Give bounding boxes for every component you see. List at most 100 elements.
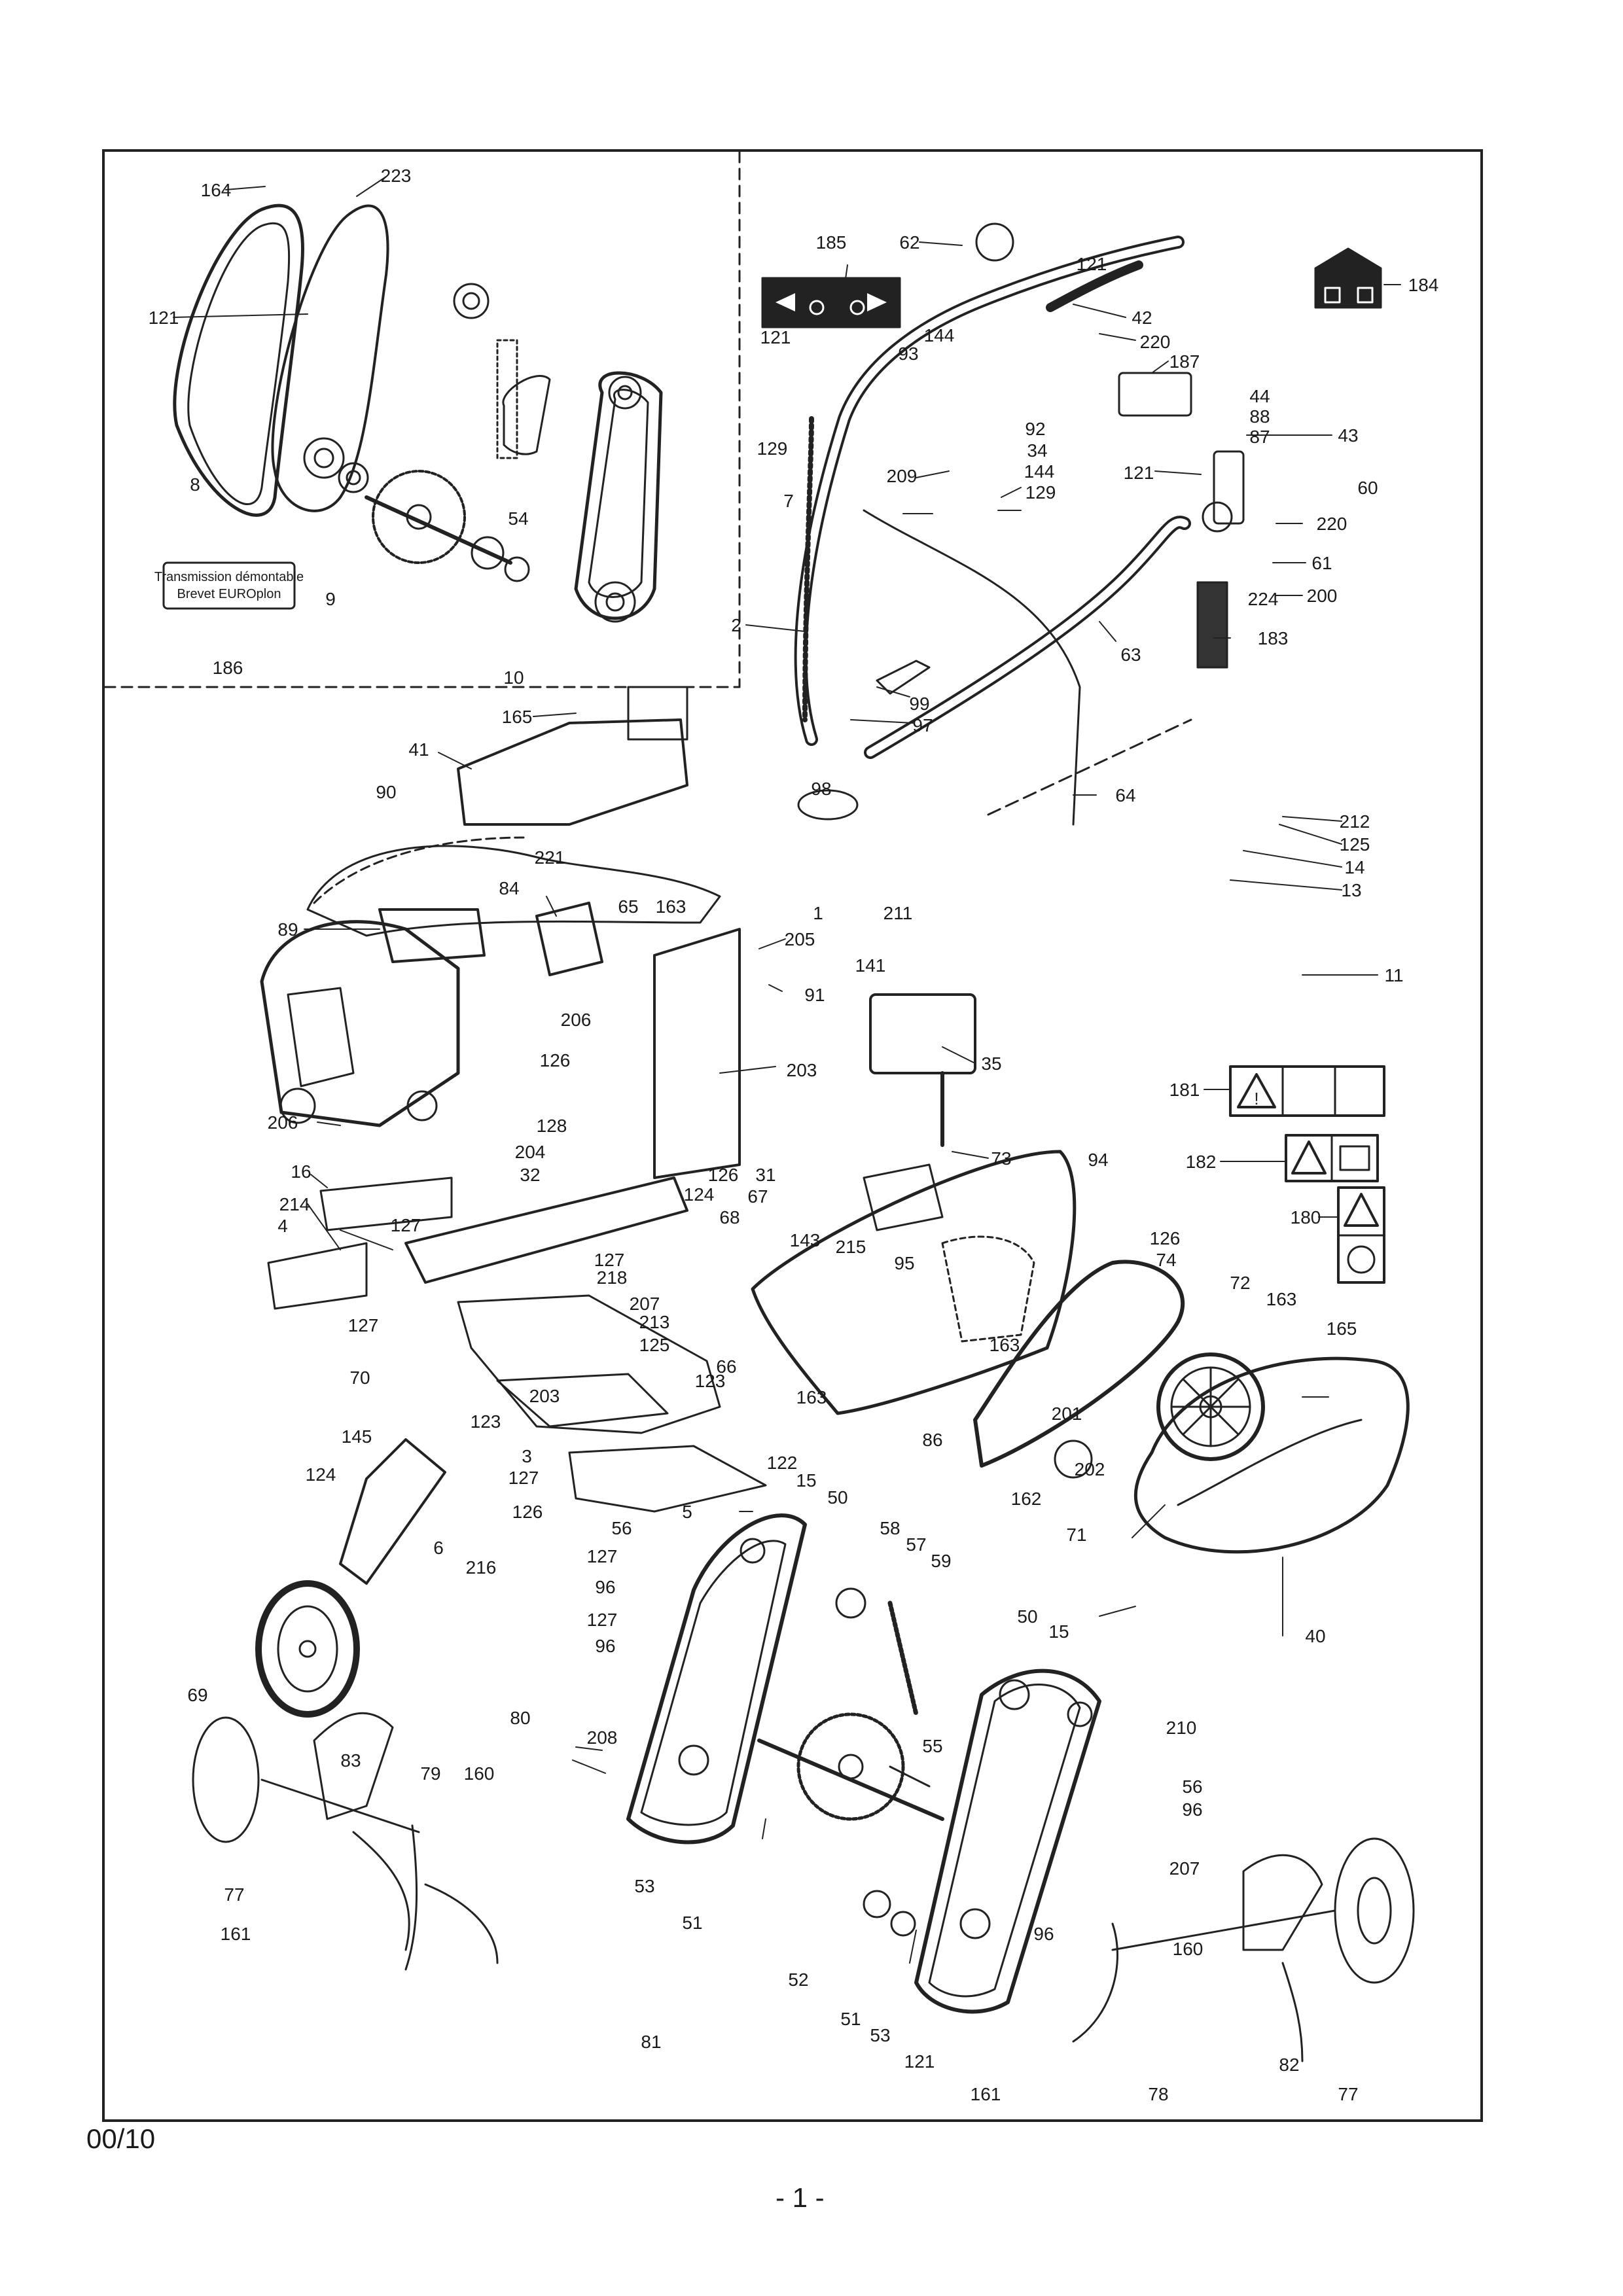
callout-211: 211 <box>883 903 913 923</box>
callout-89: 89 <box>277 919 298 940</box>
diagram-frame <box>102 149 1483 2122</box>
callout-90: 90 <box>376 782 396 802</box>
callout-214: 214 <box>279 1194 310 1214</box>
callout-59: 59 <box>931 1551 951 1571</box>
callout-200: 200 <box>1307 586 1338 606</box>
callout-163: 163 <box>1266 1289 1297 1309</box>
callout-141: 141 <box>855 955 886 976</box>
callout-187: 187 <box>1169 351 1200 372</box>
callout-84: 84 <box>499 878 519 898</box>
callout-66: 66 <box>716 1356 736 1377</box>
callout-216: 216 <box>466 1557 497 1578</box>
callout-8: 8 <box>190 474 200 495</box>
callout-77: 77 <box>1338 2084 1358 2104</box>
callout-121: 121 <box>1124 463 1154 483</box>
callout-51: 51 <box>840 2009 861 2029</box>
callout-99: 99 <box>909 694 929 714</box>
callout-122: 122 <box>767 1453 798 1473</box>
callout-220: 220 <box>1140 332 1171 352</box>
callout-43: 43 <box>1338 425 1358 446</box>
callout-125: 125 <box>639 1335 670 1355</box>
callout-161: 161 <box>971 2084 1001 2104</box>
svg-text:!: ! <box>1254 1089 1258 1108</box>
callout-221: 221 <box>535 847 565 868</box>
callout-65: 65 <box>618 896 638 917</box>
callout-31: 31 <box>755 1165 776 1185</box>
chassis-frame <box>267 928 1185 1513</box>
callout-53: 53 <box>634 1876 654 1896</box>
callout-79: 79 <box>420 1763 440 1784</box>
callout-6: 6 <box>433 1538 444 1558</box>
callout-126: 126 <box>540 1050 571 1070</box>
callout-180: 180 <box>1291 1207 1321 1227</box>
callout-201: 201 <box>1052 1404 1082 1424</box>
callout-182: 182 <box>1186 1152 1217 1172</box>
callout-215: 215 <box>836 1237 866 1257</box>
decal-182 <box>1285 1134 1379 1182</box>
callout-126: 126 <box>512 1502 543 1522</box>
callout-160: 160 <box>464 1763 495 1784</box>
callout-145: 145 <box>342 1426 372 1447</box>
callout-15: 15 <box>1048 1621 1069 1642</box>
callout-3: 3 <box>522 1446 532 1466</box>
decal-187 <box>1118 372 1192 417</box>
callout-42: 42 <box>1132 308 1152 328</box>
callout-223: 223 <box>381 166 412 186</box>
callout-165: 165 <box>502 707 533 727</box>
callout-186: 186 <box>213 658 243 678</box>
callout-127: 127 <box>508 1468 539 1488</box>
callout-126: 126 <box>1150 1228 1181 1248</box>
callout-10: 10 <box>503 667 524 688</box>
callout-51: 51 <box>682 1913 702 1933</box>
callout-224: 224 <box>1248 589 1279 609</box>
callout-144: 144 <box>1024 461 1055 482</box>
callout-164: 164 <box>201 180 232 200</box>
callout-165: 165 <box>1327 1318 1357 1339</box>
callout-82: 82 <box>1279 2055 1299 2075</box>
callout-185: 185 <box>816 232 847 253</box>
callout-208: 208 <box>587 1727 618 1748</box>
callout-64: 64 <box>1115 785 1135 805</box>
callout-206: 206 <box>268 1112 298 1133</box>
callout-127: 127 <box>391 1215 421 1235</box>
callout-56: 56 <box>1182 1776 1202 1797</box>
callout-54: 54 <box>508 508 528 529</box>
callout-203: 203 <box>787 1060 817 1080</box>
callout-205: 205 <box>785 929 815 949</box>
callout-72: 72 <box>1230 1273 1250 1293</box>
callout-129: 129 <box>757 438 788 459</box>
callout-212: 212 <box>1340 811 1370 832</box>
callout-71: 71 <box>1066 1525 1086 1545</box>
callout-97: 97 <box>912 715 933 735</box>
callout-78: 78 <box>1148 2084 1168 2104</box>
callout-56: 56 <box>611 1518 632 1538</box>
callout-50: 50 <box>827 1487 847 1508</box>
callout-128: 128 <box>537 1116 567 1136</box>
revision-code: 00/10 <box>86 2123 156 2154</box>
callout-86: 86 <box>922 1430 942 1450</box>
callout-184: 184 <box>1408 275 1439 295</box>
callout-163: 163 <box>796 1387 827 1407</box>
decal-183 <box>1196 581 1228 669</box>
decal-180 <box>1337 1186 1385 1284</box>
callout-126: 126 <box>708 1165 739 1185</box>
callout-9: 9 <box>325 589 336 609</box>
callout-125: 125 <box>1340 834 1370 855</box>
callout-2: 2 <box>731 615 741 635</box>
callout-15: 15 <box>796 1470 816 1491</box>
callout-34: 34 <box>1027 440 1047 461</box>
callout-160: 160 <box>1173 1939 1204 1959</box>
callout-67: 67 <box>747 1186 768 1207</box>
callout-87: 87 <box>1249 427 1270 447</box>
callout-209: 209 <box>887 466 918 486</box>
callout-123: 123 <box>471 1411 501 1432</box>
callout-95: 95 <box>894 1253 914 1273</box>
callout-73: 73 <box>991 1148 1011 1169</box>
callout-41: 41 <box>408 739 429 760</box>
callout-81: 81 <box>641 2032 661 2052</box>
callout-207: 207 <box>1169 1858 1200 1879</box>
callout-203: 203 <box>529 1386 560 1406</box>
callout-124: 124 <box>684 1184 715 1205</box>
